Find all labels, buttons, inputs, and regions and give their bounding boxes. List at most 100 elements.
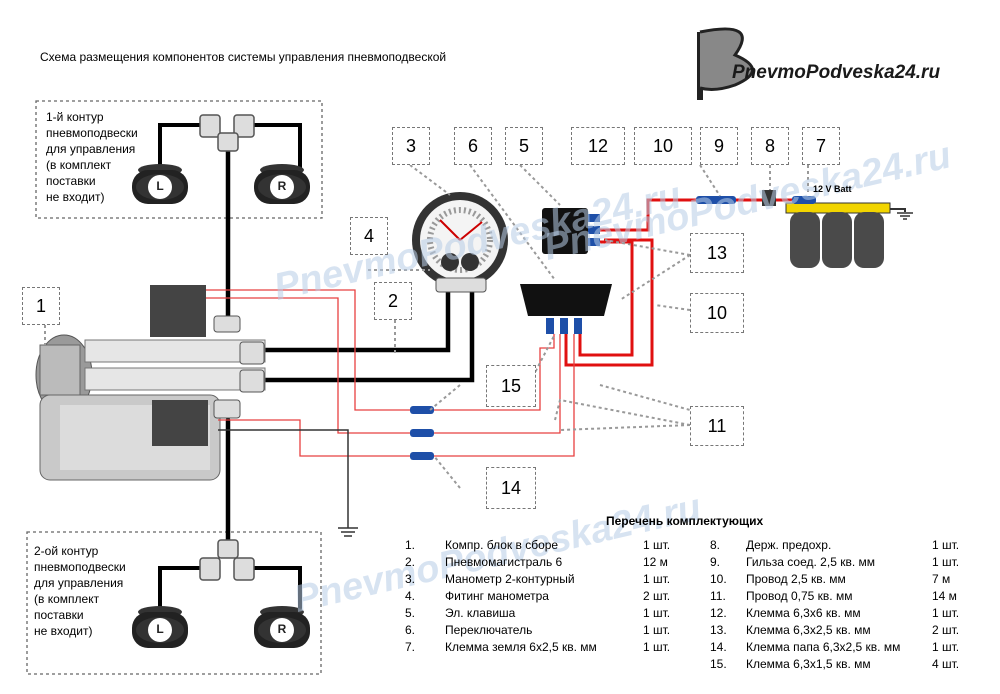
item-number: 14. <box>710 640 727 654</box>
callout-14: 14 <box>486 467 536 509</box>
circuit-bottom-label: 2-ой контур пневмоподвески для управлени… <box>34 543 126 639</box>
item-number: 5. <box>405 606 416 620</box>
spring-letter-bottom-right: R <box>277 622 287 636</box>
item-number: 10. <box>710 572 727 586</box>
leader-lines <box>44 164 809 489</box>
item-number: 13. <box>710 623 727 637</box>
item-qty: 2 шт. <box>643 589 671 603</box>
item-number: 7. <box>405 640 416 654</box>
callout-7: 7 <box>802 127 840 165</box>
circuit-top-label: 1-й контур пневмоподвески для управления… <box>46 109 138 205</box>
item-name: Провод 0,75 кв. мм <box>746 589 853 603</box>
callout-12: 12 <box>571 127 625 165</box>
air-hoses <box>158 123 475 610</box>
item-qty: 7 м <box>932 572 951 586</box>
item-number: 4. <box>405 589 416 603</box>
item-name: Клемма 6,3х6 кв. мм <box>746 606 861 620</box>
switch-block <box>520 284 612 334</box>
circuit-top-line: пневмоподвески <box>46 126 138 140</box>
circuit-top-line: 1-й контур <box>46 110 104 124</box>
callout-13: 13 <box>690 233 744 273</box>
air-spring-top-right <box>254 164 310 204</box>
item-number: 15. <box>710 657 727 671</box>
circuit-bottom-line: для управления <box>34 576 124 590</box>
item-qty: 1 шт. <box>643 606 671 620</box>
circuit-bottom-line: пневмоподвески <box>34 560 126 574</box>
circuit-bottom-line: не входит) <box>34 624 93 638</box>
item-number: 9. <box>710 555 721 569</box>
callout-9: 9 <box>700 127 738 165</box>
callout-8: 8 <box>751 127 789 165</box>
item-qty: 1 шт. <box>643 640 671 654</box>
callout-10-lower: 10 <box>690 293 744 333</box>
air-spring-bottom-right <box>254 606 310 648</box>
logo-text: PnevmoPodveska24.ru <box>732 62 941 83</box>
item-qty: 14 м <box>932 589 957 603</box>
tee-fittings <box>199 114 255 581</box>
battery-label: 12 V Batt <box>813 184 852 194</box>
circuit-bottom-line: поставки <box>34 608 84 622</box>
item-number: 11. <box>710 589 726 603</box>
circuit-top-line: для управления <box>46 142 136 156</box>
item-name: Держ. предохр. <box>746 538 832 552</box>
circuit-top-box <box>35 100 323 219</box>
circuit-top-line: не входит) <box>46 190 105 204</box>
page-title: Схема размещения компонентов системы упр… <box>40 50 447 64</box>
item-number: 6. <box>405 623 416 637</box>
item-name: Гильза соед. 2,5 кв. мм <box>746 555 875 569</box>
item-number: 12. <box>710 606 727 620</box>
rocker-switch <box>542 208 600 254</box>
callout-11: 11 <box>690 406 744 446</box>
item-qty: 2 шт. <box>932 623 960 637</box>
callout-6: 6 <box>454 127 492 165</box>
parts-list-title: Перечень комплектующих <box>606 514 764 528</box>
callout-15: 15 <box>486 365 536 407</box>
circuit-top-line: (в комплект <box>46 158 112 172</box>
callout-4: 4 <box>350 217 388 255</box>
battery <box>785 202 913 268</box>
callout-1: 1 <box>22 287 60 325</box>
item-qty: 1 шт. <box>932 555 960 569</box>
item-name: Клемма 6,3х1,5 кв. мм <box>746 657 871 671</box>
item-name: Клемма 6,3х2,5 кв. мм <box>746 623 871 637</box>
item-name: Эл. клавиша <box>445 606 516 620</box>
item-qty: 4 шт. <box>932 657 960 671</box>
item-qty: 1 шт. <box>643 538 671 552</box>
circuit-top-line: поставки <box>46 174 96 188</box>
item-qty: 1 шт. <box>932 606 960 620</box>
spring-letter-top-left: L <box>156 179 164 193</box>
item-name: Пневмомагистраль 6 <box>445 555 563 569</box>
air-spring-bottom-left <box>132 606 188 648</box>
wire-connectors <box>410 190 816 460</box>
item-name: Клемма папа 6,3х2,5 кв. мм <box>746 640 901 654</box>
item-number: 8. <box>710 538 721 552</box>
item-qty: 12 м <box>643 555 668 569</box>
callout-3: 3 <box>392 127 430 165</box>
item-number: 1. <box>405 538 416 552</box>
item-number: 2. <box>405 555 416 569</box>
item-qty: 1 шт. <box>643 572 671 586</box>
spring-letter-top-right: R <box>277 179 287 193</box>
item-name: Переключатель <box>445 623 533 637</box>
item-name: Клемма земля 6х2,5 кв. мм <box>445 640 597 654</box>
callout-2: 2 <box>374 282 412 320</box>
parts-list-left: 1. Компр. блок в сборе 1 шт. 2. Пневмомагис… <box>405 538 695 658</box>
pressure-gauge <box>412 192 508 293</box>
item-qty: 1 шт. <box>932 538 960 552</box>
item-name: Манометр 2-контурный <box>445 572 575 586</box>
item-name: Фитинг манометра <box>445 589 549 603</box>
compressor-block <box>35 285 266 481</box>
item-qty: 1 шт. <box>932 640 960 654</box>
parts-list-right: 8. Держ. предохр. 1 шт. 9. Гильза соед. 2,5… <box>710 538 970 676</box>
circuit-bottom-box <box>26 531 322 675</box>
spring-letter-bottom-left: L <box>156 622 164 636</box>
item-name: Компр. блок в сборе <box>445 538 559 552</box>
callout-10: 10 <box>634 127 692 165</box>
logo-icon <box>697 27 754 100</box>
callout-5: 5 <box>505 127 543 165</box>
circuit-bottom-line: (в комплект <box>34 592 100 606</box>
item-number: 3. <box>405 572 416 586</box>
air-spring-top-left <box>132 164 188 204</box>
circuit-bottom-line: 2-ой контур <box>34 544 99 558</box>
